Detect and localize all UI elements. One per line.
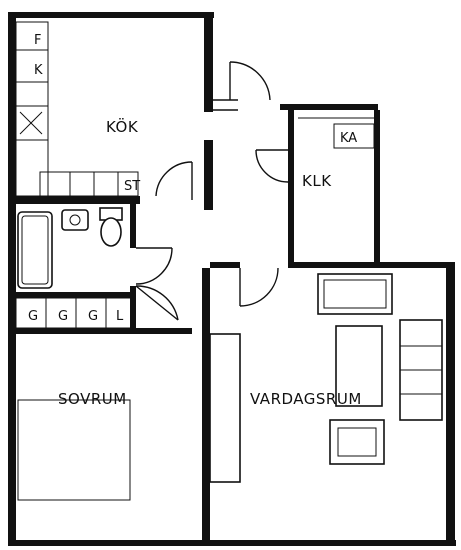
- label-kitchen: KÖK: [106, 117, 139, 136]
- bedroom-furniture: [17, 333, 241, 501]
- sink: [61, 209, 89, 231]
- sofa: [335, 325, 383, 407]
- label-fridge: K: [34, 63, 43, 78]
- bathroom-fixtures: [17, 207, 123, 289]
- interior-walls: [14, 99, 380, 540]
- label-cabinet: KA: [340, 131, 357, 146]
- bedroom-wardrobe: [209, 333, 241, 483]
- toilet: [100, 217, 122, 247]
- exterior-walls: [8, 12, 456, 546]
- label-stove: ST: [124, 179, 140, 194]
- labels: F K KÖK ST KA KLK G G G L SOVRUM VARDAGS…: [28, 33, 362, 408]
- armchair: [329, 419, 385, 465]
- label-bedroom: SOVRUM: [58, 390, 127, 408]
- label-wardrobe-1: G: [28, 309, 38, 324]
- bathtub: [17, 211, 53, 289]
- label-wardrobe-4: L: [116, 309, 124, 324]
- label-closet: KLK: [302, 172, 332, 190]
- wardrobes: [15, 297, 133, 329]
- living-room-furniture: [317, 273, 443, 465]
- label-wardrobe-3: G: [88, 309, 98, 324]
- bed: [17, 399, 131, 501]
- doors: [135, 61, 289, 321]
- kitchen-counter: [15, 21, 139, 197]
- label-freezer: F: [34, 33, 41, 48]
- label-living-room: VARDAGSRUM: [250, 390, 362, 408]
- sideboard: [317, 273, 393, 315]
- label-wardrobe-2: G: [58, 309, 68, 324]
- closet-shelf: [298, 117, 375, 149]
